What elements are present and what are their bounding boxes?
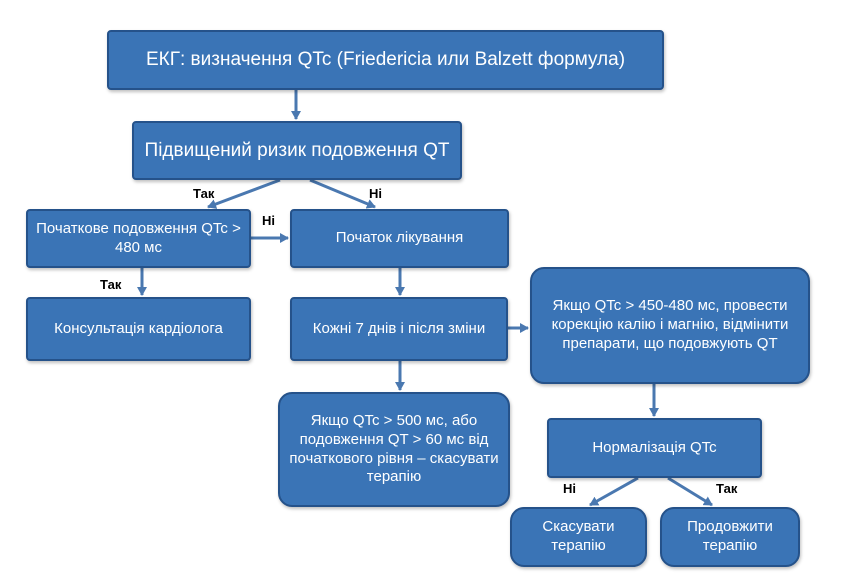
- node-ecg: ЕКГ: визначення QTc (Friedericia или Bal…: [107, 30, 664, 90]
- label-initial-no: Ні: [262, 213, 275, 228]
- arrow-normalization-to-cancel: [589, 476, 639, 507]
- node-start-treatment-text: Початок лікування: [335, 229, 464, 247]
- node-every7days-text: Кожні 7 днів і після зміни: [312, 319, 486, 337]
- node-initial-prolongation-text: Початкове подовження QTc > 480 мс: [36, 219, 241, 256]
- node-continue: Продовжити терапію: [660, 507, 800, 567]
- label-risk-no: Ні: [369, 186, 382, 201]
- node-if450-text: Якщо QTc > 450-480 мс, провести корекцію…: [551, 297, 789, 352]
- node-if450: Якщо QTc > 450-480 мс, провести корекцію…: [530, 267, 810, 384]
- node-normalization: Нормалізація QTc: [547, 418, 762, 478]
- node-risk: Підвищений ризик подовження QT: [132, 121, 462, 180]
- node-if500: Якщо QTc > 500 мс, або подовження QT > 6…: [278, 392, 510, 507]
- arrow-normalization-to-continue: [667, 476, 713, 507]
- label-initial-yes: Так: [100, 277, 122, 292]
- node-consult-text: Консультація кардіолога: [54, 319, 223, 337]
- node-normalization-text: Нормалізація QTc: [592, 438, 717, 456]
- node-every7days: Кожні 7 днів і після зміни: [290, 297, 508, 361]
- label-normalization-no: Ні: [563, 481, 576, 496]
- node-cancel-text: Скасувати терапію: [542, 518, 615, 554]
- node-if500-text: Якщо QTc > 500 мс, або подовження QT > 6…: [289, 412, 499, 486]
- node-continue-text: Продовжити терапію: [687, 518, 773, 554]
- node-start-treatment: Початок лікування: [290, 209, 509, 268]
- label-normalization-yes: Так: [716, 481, 738, 496]
- arrow-risk-to-start: [309, 178, 376, 209]
- node-ecg-text: ЕКГ: визначення QTc (Friedericia или Bal…: [145, 49, 626, 71]
- node-risk-text: Підвищений ризик подовження QT: [144, 139, 450, 161]
- node-initial-prolongation: Початкове подовження QTc > 480 мс: [26, 209, 251, 268]
- arrow-risk-to-initial: [207, 178, 281, 209]
- label-risk-yes: Так: [193, 186, 215, 201]
- node-consult: Консультація кардіолога: [26, 297, 251, 361]
- node-cancel: Скасувати терапію: [510, 507, 647, 567]
